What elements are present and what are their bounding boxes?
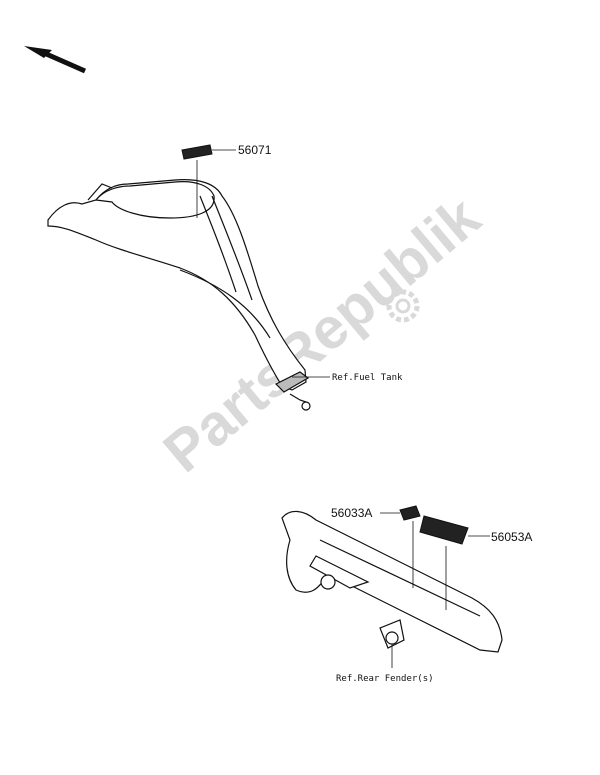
front-direction-arrow-icon: [24, 46, 87, 74]
decal-56033A: 56033A: [331, 505, 421, 588]
part-number-56071: 56071: [238, 143, 272, 157]
ref-fuel-tank-label: Ref.Fuel Tank: [332, 373, 403, 383]
part-number-56033A: 56033A: [331, 506, 372, 520]
part-number-56053A: 56053A: [491, 530, 532, 544]
decal-56071: 56071: [181, 143, 272, 218]
fuel-tank-cover: [47, 179, 311, 411]
decal-56053A: 56053A: [419, 515, 532, 610]
gear-icon: [386, 289, 420, 323]
ref-rear-fender-label: Ref.Rear Fender(s): [336, 674, 434, 684]
chain-guard: [281, 510, 503, 653]
